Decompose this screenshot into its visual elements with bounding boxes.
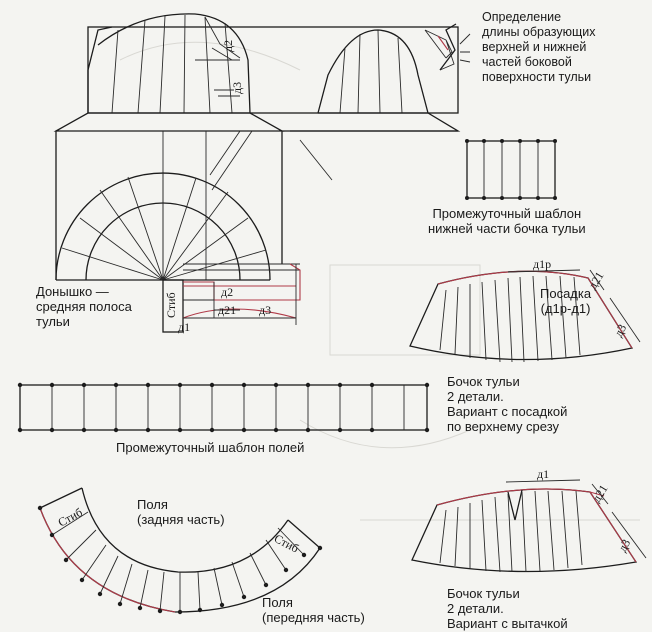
strip-dot xyxy=(424,427,430,433)
strip-dot xyxy=(17,382,23,388)
brim-back-line-2: (задняя часть) xyxy=(137,512,225,527)
panel-a-line-3: Вариант с посадкой xyxy=(447,404,568,419)
dim-d3-top: д3 xyxy=(230,81,244,94)
crown-line-3: тульи xyxy=(36,314,70,329)
background-ghost xyxy=(119,41,640,521)
crown-label: Донышко — средняя полоса тульи xyxy=(36,284,132,329)
strip-dot xyxy=(337,427,343,433)
strip-dot xyxy=(337,382,343,388)
strip-dot xyxy=(209,427,215,433)
brim-front-line-2: (передняя часть) xyxy=(262,610,365,625)
definition-line-4: частей боковой xyxy=(482,55,572,69)
strip-dot xyxy=(49,427,55,433)
panel-a-line-1: Бочок тульи xyxy=(447,374,520,389)
brim-back-line-1: Поля xyxy=(137,497,168,512)
brim-back-label: Поля (задняя часть) xyxy=(137,497,225,527)
strip-dot xyxy=(241,382,247,388)
strip-dot xyxy=(81,382,87,388)
strip-dot xyxy=(17,427,23,433)
fields-template-dots xyxy=(17,382,430,433)
definition-line-5: поверхности тульи xyxy=(482,70,592,84)
strip-dot xyxy=(49,382,55,388)
fold-label: Стиб xyxy=(164,292,178,318)
side-panel-b xyxy=(411,479,647,573)
strip-dot xyxy=(305,382,311,388)
crown-line-2: средняя полоса xyxy=(36,299,132,314)
panel-a-line-2: 2 детали. xyxy=(447,389,504,404)
half-circle-view xyxy=(55,172,300,281)
middle-elevation xyxy=(53,112,461,280)
strip-dot xyxy=(273,427,279,433)
fold-strip xyxy=(162,263,301,333)
brim-front-line-1: Поля xyxy=(262,595,293,610)
strip-dot xyxy=(113,382,119,388)
strip-dot xyxy=(305,427,311,433)
brim-front-label: Поля (передняя часть) xyxy=(262,595,365,625)
dim-d2-mid: д2 xyxy=(221,285,234,299)
dim-d21-mid: д21 xyxy=(218,303,237,317)
definition-label: Определение длины образующих верхней и н… xyxy=(482,10,596,85)
strip-dot xyxy=(177,427,183,433)
panel-a-line-4: по верхнему срезу xyxy=(447,419,560,434)
dim-d1p: д1р xyxy=(533,257,552,271)
posadka-line-2: (д1р-д1) xyxy=(540,301,591,316)
lower-template-grid xyxy=(465,139,557,200)
dim-d1-mid: д1 xyxy=(178,320,191,334)
dim-d3-mid: д3 xyxy=(259,303,272,317)
panel-b-line-3: Вариант с вытачкой xyxy=(447,616,568,631)
crown-line-1: Донышко — xyxy=(36,284,109,299)
dim-d1-panel-b: д1 xyxy=(537,467,550,481)
posadka-label: Посадка (д1р-д1) xyxy=(540,286,591,316)
fields-template-strip xyxy=(19,384,428,431)
dim-d2-top: д2 xyxy=(221,39,235,52)
strip-dot xyxy=(273,382,279,388)
definition-line-2: длины образующих xyxy=(482,25,596,39)
top-elevation xyxy=(87,13,471,114)
panel-b-caption: Бочок тульи 2 детали. Вариант с вытачкой xyxy=(447,586,568,631)
strip-dot xyxy=(369,382,375,388)
brim-pattern xyxy=(37,487,323,615)
side-panel-a xyxy=(409,269,641,363)
strip-dot xyxy=(113,427,119,433)
definition-line-3: верхней и нижней xyxy=(482,40,587,54)
fields-template-label: Промежуточный шаблон полей xyxy=(116,440,305,455)
strip-dot xyxy=(177,382,183,388)
panel-b-line-1: Бочок тульи xyxy=(447,586,520,601)
panel-a-caption: Бочок тульи 2 детали. Вариант с посадкой… xyxy=(447,374,567,434)
strip-dot xyxy=(241,427,247,433)
definition-line-1: Определение xyxy=(482,10,562,24)
strip-dot xyxy=(145,427,151,433)
lower-template-line-1: Промежуточный шаблон xyxy=(432,206,582,221)
strip-dot xyxy=(424,382,430,388)
posadka-line-1: Посадка xyxy=(540,286,592,301)
lower-template-line-2: нижней части бочка тульи xyxy=(428,221,586,236)
strip-dot xyxy=(209,382,215,388)
strip-dot xyxy=(81,427,87,433)
panel-b-line-2: 2 детали. xyxy=(447,601,504,616)
strip-dot xyxy=(145,382,151,388)
lower-template-label: Промежуточный шаблон нижней части бочка … xyxy=(428,206,586,236)
strip-dot xyxy=(369,427,375,433)
